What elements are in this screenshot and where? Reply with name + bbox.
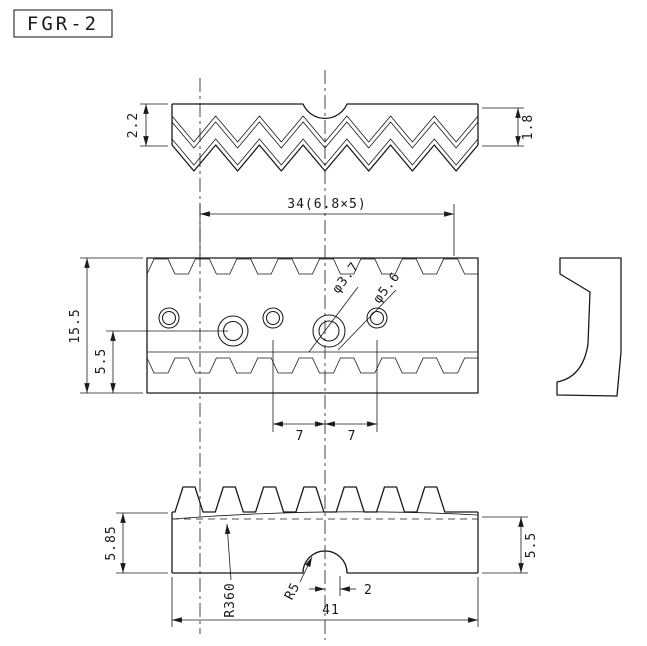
plan-bottom-serration — [146, 357, 478, 374]
clamp-hole-1-outer — [158, 307, 180, 329]
mounting-hole-2-outer — [312, 314, 346, 348]
dim-surface-radius-label: R360 — [223, 582, 238, 617]
title-block: FGR-2 — [13, 9, 113, 38]
front-view — [171, 486, 479, 574]
plan-view — [146, 257, 479, 394]
dim-height-right-label: 5.5 — [524, 532, 539, 558]
clamp-hole-3-inner — [369, 310, 385, 326]
top-view — [171, 103, 479, 172]
dim-thickness-left-label: 2.2 — [126, 112, 141, 138]
front-bottom-edge-with-notch — [172, 550, 478, 574]
dim-depth-label: 15.5 — [68, 308, 83, 343]
clamp-hole-1-inner — [161, 310, 177, 326]
title-box — [13, 9, 113, 38]
plan-outline — [146, 257, 479, 394]
serration-bottom-outline — [171, 144, 479, 172]
leader-notch-radius — [299, 556, 313, 583]
top-view-top-edge — [172, 103, 478, 120]
clamp-hole-2 — [262, 307, 284, 329]
side-section-view — [556, 257, 622, 397]
dim-notch-radius-label: R5 — [282, 580, 304, 603]
leader-surface-radius — [224, 523, 232, 581]
plan-top-serration — [146, 258, 478, 275]
centerlines — [199, 70, 326, 640]
dim-height-left-label: 5.85 — [104, 525, 119, 560]
dim-overall-width-label: 41 — [322, 603, 340, 618]
clamp-hole-2-outer — [262, 307, 284, 329]
leader-hole-small — [308, 286, 359, 353]
serration-line-2 — [171, 121, 479, 149]
drawing-title: FGR-2 — [27, 13, 99, 35]
dim-pitch-b-label: 7 — [348, 429, 357, 444]
serration-line-3 — [171, 138, 479, 166]
clamp-hole-3 — [366, 307, 388, 329]
clamp-hole-2-inner — [265, 310, 281, 326]
front-teeth-outline — [172, 486, 478, 513]
mounting-hole-2-inner — [318, 320, 340, 342]
clamp-hole-1 — [158, 307, 180, 329]
serration-line-1 — [171, 115, 479, 143]
dim-string-spread-label: 34(6.8×5) — [287, 197, 366, 212]
dim-hole-large-label: φ5.6 — [371, 269, 404, 306]
dim-hole-to-edge-label: 5.5 — [94, 348, 109, 374]
leader-hole-large — [337, 289, 397, 351]
dim-notch-offset-label: 2 — [364, 583, 373, 598]
dim-thickness-right-label: 1.8 — [521, 114, 536, 140]
mounting-hole-2 — [312, 314, 346, 348]
clamp-hole-3-outer — [366, 307, 388, 329]
dim-pitch-a-label: 7 — [296, 429, 305, 444]
base-radius-curve — [171, 511, 479, 520]
side-section-outline — [556, 257, 622, 397]
dimensions: 2.2 1.8 34(6.8×5) 15.5 5.5 φ3.7 φ5.6 7 7 — [68, 103, 539, 627]
dim-hole-small-label: φ3.7 — [330, 259, 363, 296]
